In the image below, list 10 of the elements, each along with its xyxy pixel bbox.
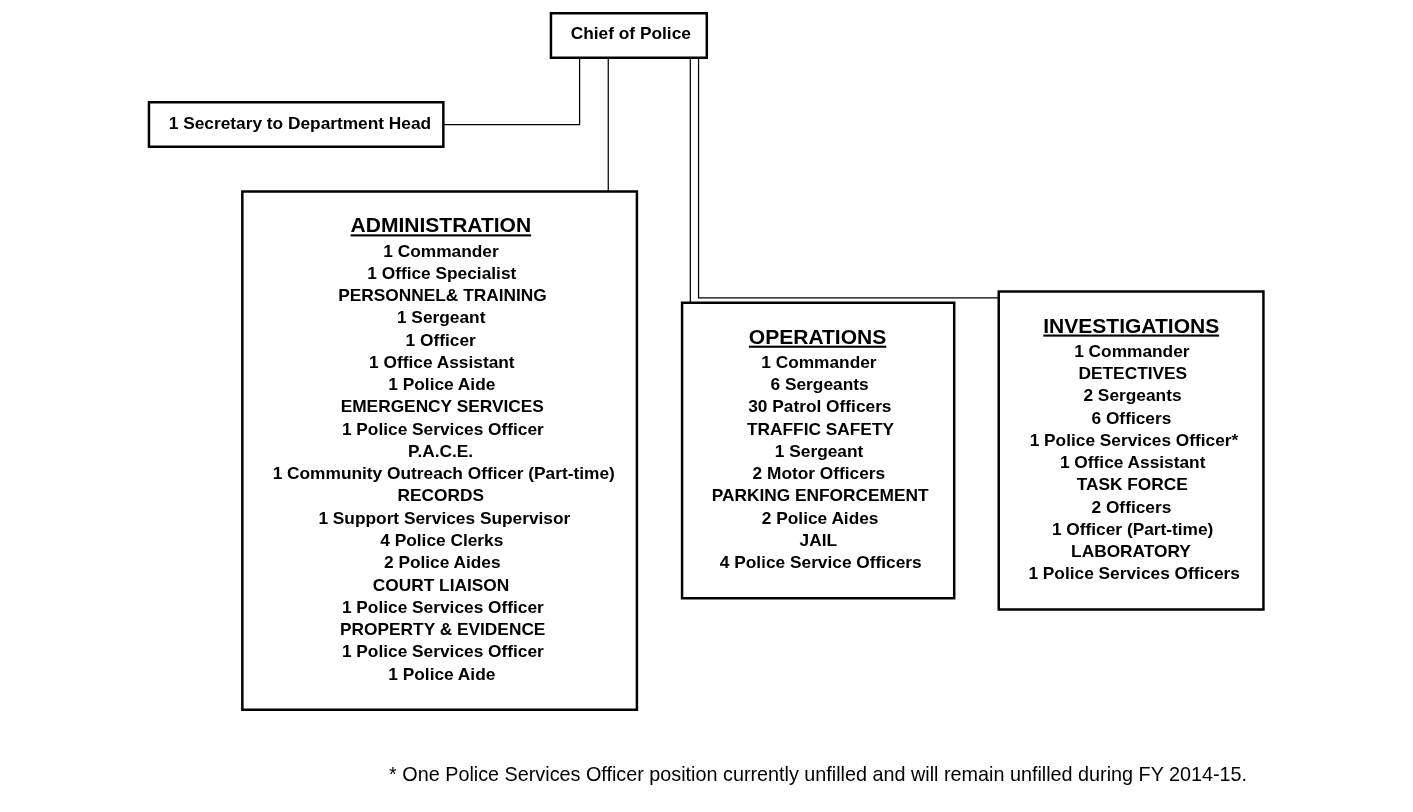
connector: [607, 57, 609, 192]
connector: [697, 57, 999, 299]
connector: [443, 57, 581, 126]
node-box: INVESTIGATIONS 1 Commander DETECTIVES 2 Sergeants 6 Officers 1 Police Services Officer* 1 Office Assistant TASK FORCE 2 Officers 1 Officer (Part-time) LABORATORY 1 Police Services Officers: [997, 290, 1265, 611]
label: * One Police Services Officer position currently unfilled and will remain unfilled during FY 2014-15.: [389, 763, 1248, 786]
connector: [689, 57, 691, 303]
node-box: OPERATIONS 1 Commander 6 Sergeants 30 Patrol Officers TRAFFIC SAFETY 1 Sergeant 2 Motor Officers PARKING ENFORCEMENT 2 Police Aides JAIL 4 Police Service Officers: [680, 301, 956, 600]
node-box: Chief of Police: [549, 12, 709, 60]
node-box: ADMINISTRATION 1 Commander 1 Office Specialist PERSONNEL& TRAINING 1 Sergeant 1 Officer 1 Office Assistant 1 Police Aide EMERGENCY SERVICES 1 Police Services Officer P.A.C.E. 1 Community Outreach Officer (Part-time) RECORDS 1 Support Services Supervisor 4 Police Clerks 2 Police Aides COURT LIAISON 1 Police Services Officer PROPERTY & EVIDENCE 1 Police Services Officer 1 Police Aide: [241, 190, 639, 711]
node-box: 1 Secretary to Department Head: [147, 101, 445, 149]
